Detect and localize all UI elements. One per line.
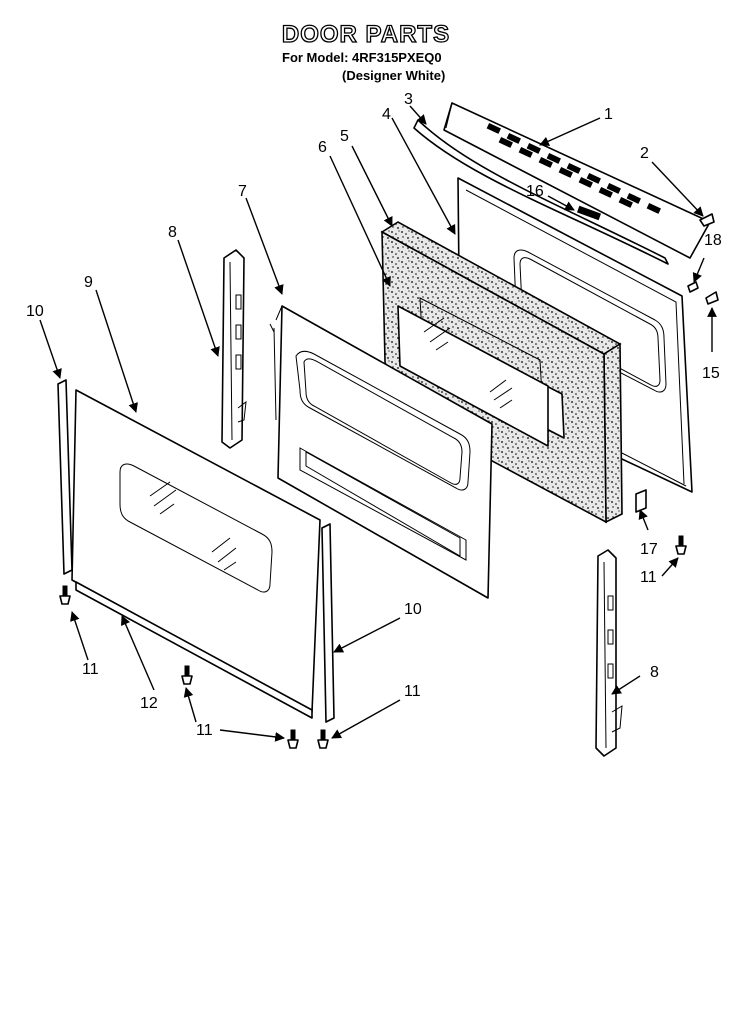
page-title: DOOR PARTS bbox=[282, 21, 450, 48]
part-8-hinge-channel-left bbox=[221, 249, 247, 449]
callout-7: 7 bbox=[238, 183, 247, 200]
screw-part-15 bbox=[705, 291, 719, 305]
callout-18: 18 bbox=[704, 232, 722, 249]
callout-labels: 1 2 3 4 5 6 7 8 8 9 10 10 11 11 11 11 11… bbox=[26, 91, 722, 739]
part-10-side-trim-right bbox=[321, 523, 335, 723]
callout-5: 5 bbox=[340, 128, 349, 145]
callout-11-b: 11 bbox=[196, 722, 213, 739]
callout-2: 2 bbox=[640, 145, 649, 162]
screw-part-18 bbox=[687, 281, 699, 293]
callout-16: 16 bbox=[526, 183, 544, 200]
model-number: For Model: 4RF315PXEQ0 bbox=[282, 50, 442, 65]
screw-part-2 bbox=[699, 213, 715, 227]
callout-10-left: 10 bbox=[26, 303, 44, 320]
callout-9: 9 bbox=[84, 274, 93, 291]
callout-17: 17 bbox=[640, 541, 658, 558]
callout-8-left: 8 bbox=[168, 224, 177, 241]
part-7-inner-frame bbox=[269, 305, 493, 599]
callout-12: 12 bbox=[140, 695, 158, 712]
part-8-hinge-channel-right bbox=[595, 549, 623, 757]
screw-part-11 bbox=[59, 585, 71, 605]
callout-3: 3 bbox=[404, 91, 413, 108]
callout-1: 1 bbox=[604, 106, 613, 123]
finish-label: (Designer White) bbox=[342, 68, 445, 83]
part-1-vent-trim bbox=[443, 102, 711, 259]
screw-part-11 bbox=[287, 729, 299, 749]
callout-15: 15 bbox=[702, 365, 720, 382]
leader-lines bbox=[39, 105, 717, 742]
callout-10-right: 10 bbox=[404, 601, 422, 618]
screw-part-11 bbox=[317, 729, 329, 749]
part-6-window-pack bbox=[397, 305, 549, 447]
screw-part-11 bbox=[675, 535, 687, 555]
callout-11-d: 11 bbox=[640, 569, 657, 586]
callout-11-c: 11 bbox=[404, 683, 421, 700]
part-3-bracket bbox=[413, 119, 669, 265]
part-16-vent bbox=[576, 205, 602, 221]
screw-part-11 bbox=[181, 665, 193, 685]
part-10-side-trim-left bbox=[57, 379, 73, 575]
part-12-bottom-trim bbox=[75, 581, 313, 719]
callout-6: 6 bbox=[318, 139, 327, 156]
callout-11-a: 11 bbox=[82, 661, 99, 678]
callout-8-right: 8 bbox=[650, 664, 659, 681]
part-17-clip bbox=[635, 489, 647, 513]
callout-4: 4 bbox=[382, 106, 391, 123]
